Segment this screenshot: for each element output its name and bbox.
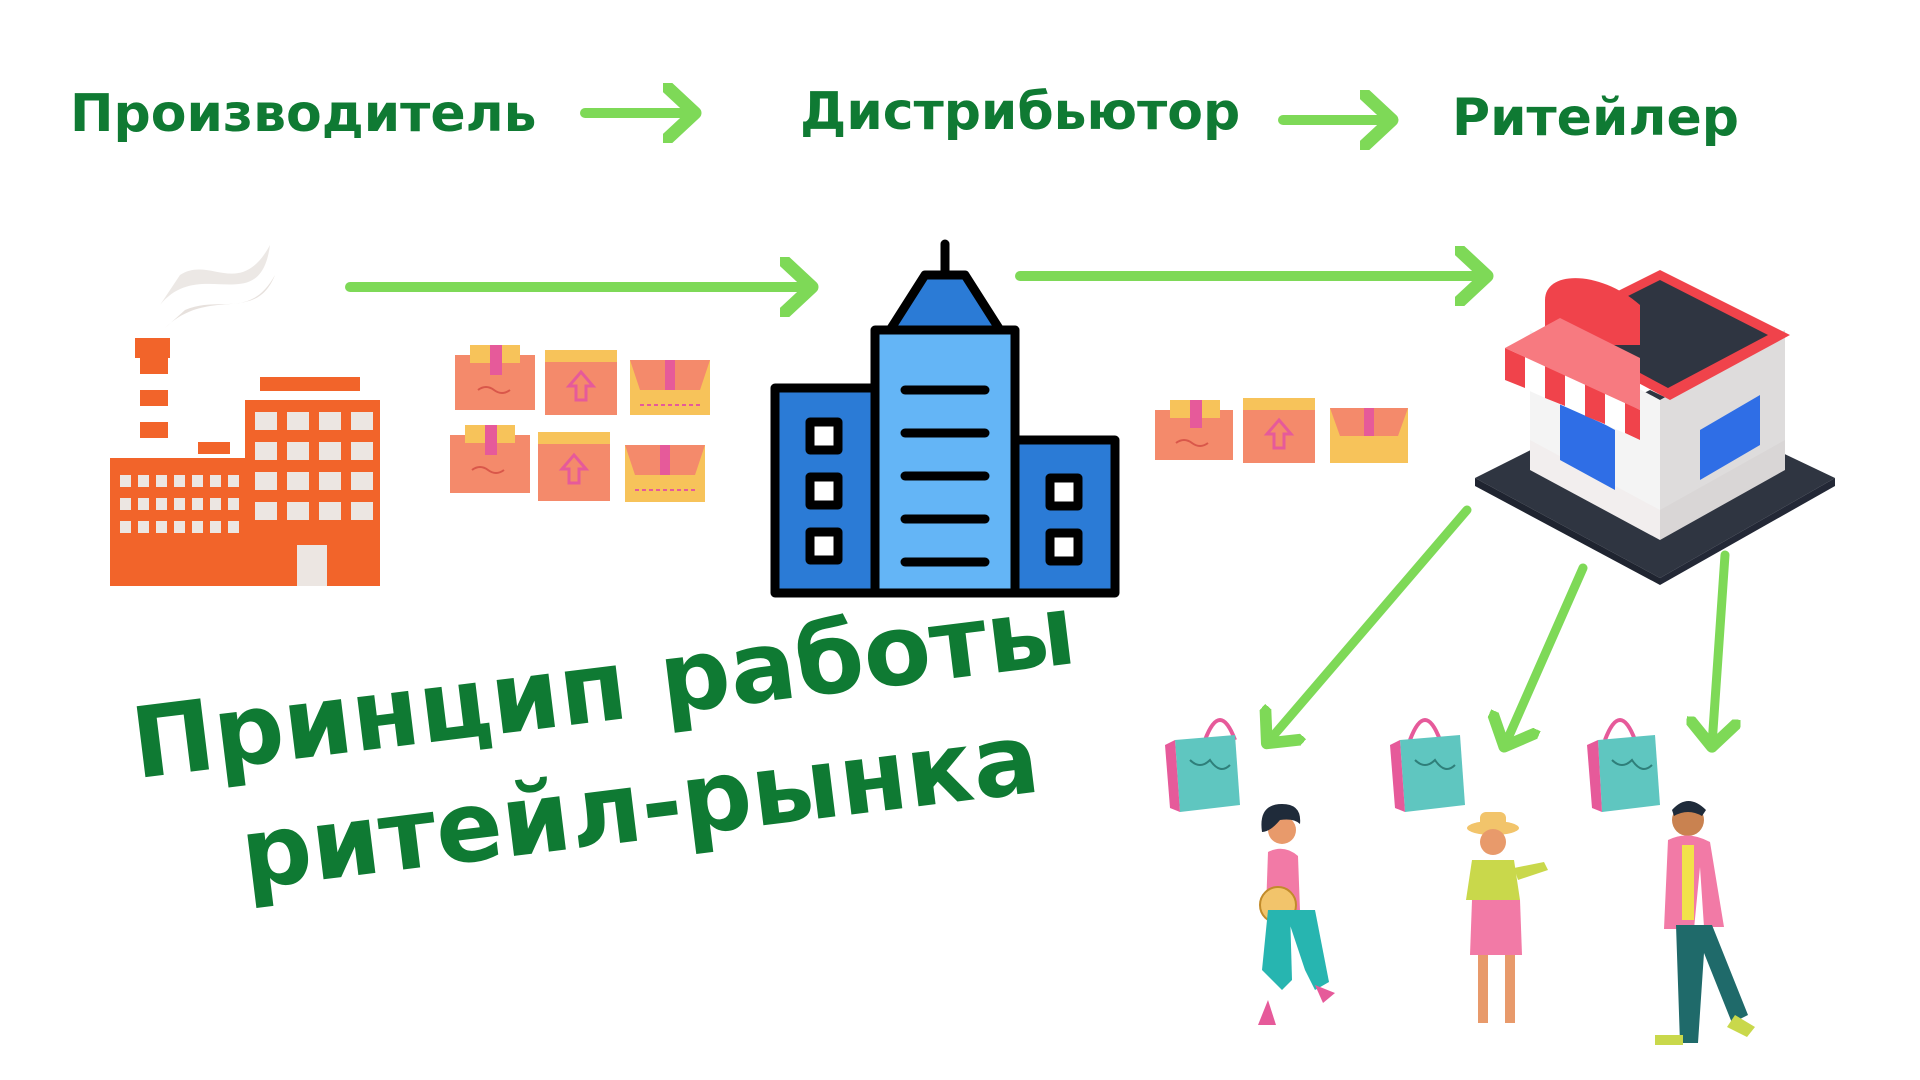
shopping-bag-2 — [1390, 718, 1465, 812]
label-retailer: Ритейлер — [1452, 88, 1739, 148]
box-icon — [545, 350, 617, 415]
arrow-shop-to-customer-1 — [1268, 505, 1472, 742]
box-icon — [1330, 408, 1408, 463]
arrow-shop-to-customer-3 — [1712, 550, 1725, 745]
box-icon — [625, 445, 705, 502]
shopping-bag-1 — [1165, 718, 1240, 812]
shopper-man-jacket — [1655, 801, 1755, 1045]
office-building-icon — [770, 239, 1120, 598]
box-icon — [1155, 400, 1233, 460]
shop-icon — [1475, 270, 1835, 585]
box-icon — [1243, 398, 1315, 463]
arrow-shop-to-customer-2 — [1505, 563, 1588, 745]
box-icon — [455, 345, 535, 410]
label-distributor: Дистрибьютор — [800, 82, 1241, 142]
boxes-group-2 — [1155, 398, 1408, 463]
shopper-man-hat — [1466, 812, 1548, 1023]
boxes-group-1 — [450, 345, 710, 502]
box-icon — [450, 425, 530, 493]
factory-icon — [110, 245, 380, 586]
shopping-bag-3 — [1587, 718, 1660, 812]
label-producer: Производитель — [70, 84, 537, 144]
box-icon — [538, 432, 610, 501]
box-icon — [630, 360, 710, 415]
shopper-woman — [1258, 804, 1335, 1025]
